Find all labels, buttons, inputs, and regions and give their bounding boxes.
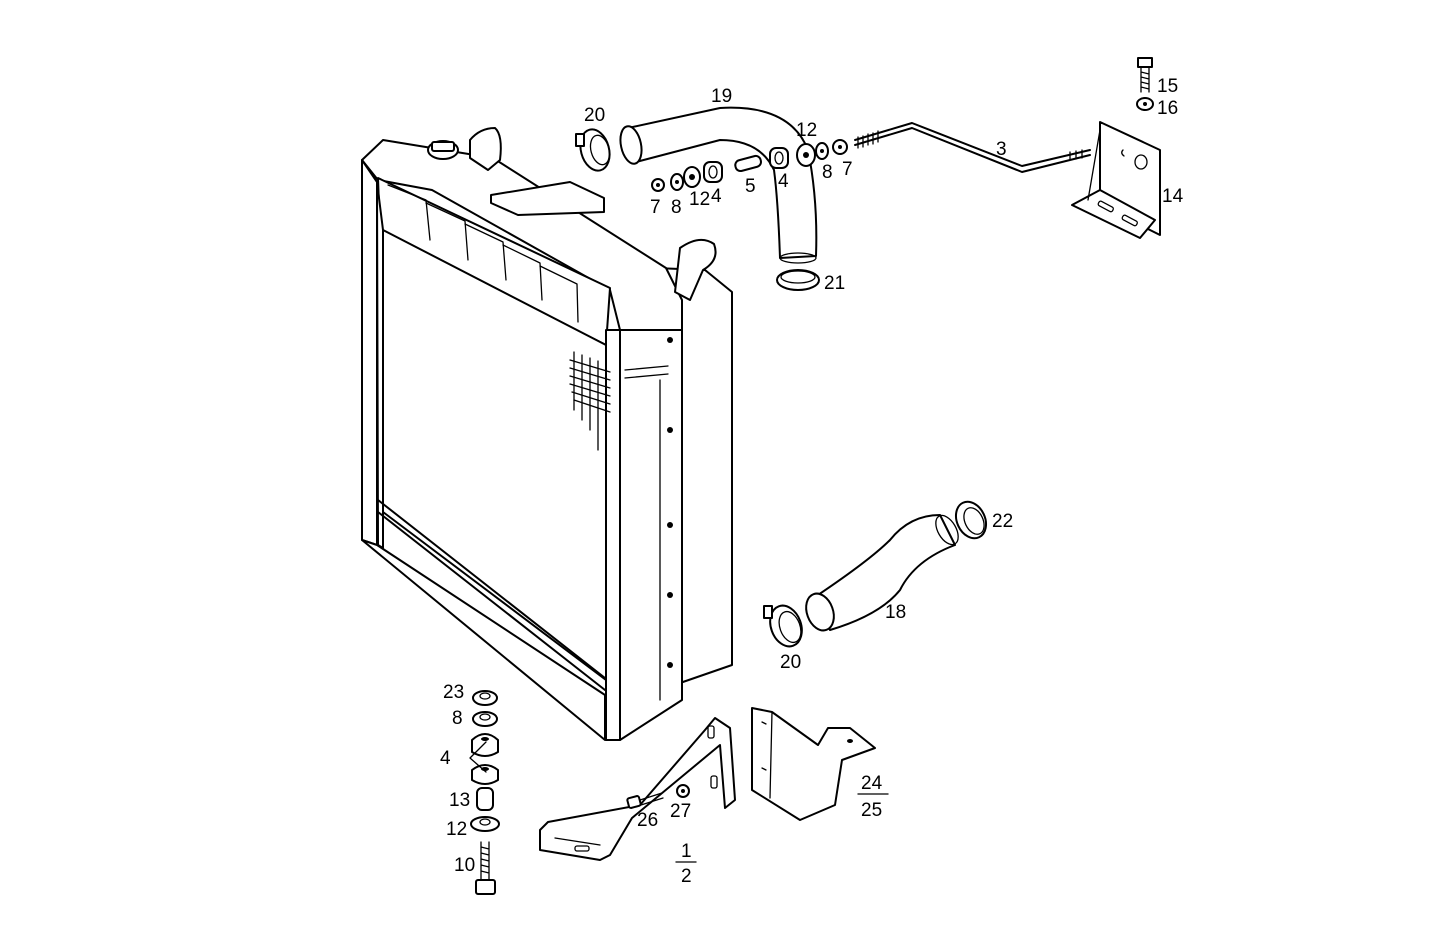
label-7-upper-left: 7 [650,197,661,218]
nut-7-left [651,178,665,192]
label-8-lower: 8 [452,708,463,729]
washer-16 [1136,97,1154,111]
bolt-10 [475,841,496,895]
pin-5 [734,154,762,173]
label-1: 1 [681,841,692,862]
lower-bracket-24-25 [751,707,876,821]
rubber-mount-4-lower [471,764,499,785]
label-12-lower: 12 [446,819,467,840]
washer-8-right [815,142,829,160]
hose-clamp-22 [954,500,988,540]
upper-hose-19 [619,106,818,264]
hose-clamp-20-upper [575,128,611,172]
radiator-assembly [361,127,733,741]
washer-12-left [683,166,701,188]
label-2: 2 [681,866,692,887]
label-16: 16 [1157,98,1178,119]
label-4-upper-left: 4 [711,186,722,207]
lower-hose-18 [805,514,959,632]
rubber-mount-4-upper [471,733,499,757]
nut-23 [472,690,498,706]
label-8-upper-right: 8 [822,162,833,183]
label-7-upper-right: 7 [842,159,853,180]
label-13: 13 [449,790,470,811]
label-5: 5 [745,176,756,197]
grommet-4-left [703,161,723,183]
label-15: 15 [1157,76,1178,97]
spacer-13 [476,787,494,811]
label-3: 3 [996,139,1007,160]
lower-bracket-1-2 [539,717,736,861]
washer-8-bottom [472,711,498,727]
stay-rod-3 [854,122,1091,173]
rubber-mount-stack [469,690,500,895]
label-27: 27 [670,801,691,822]
label-25: 25 [861,800,882,821]
part-number-labels: 19 20 12 4 8 7 5 7 8 12 4 21 3 15 16 14 … [440,76,1184,887]
nut-7-right [832,139,848,155]
label-23: 23 [443,682,464,703]
label-19: 19 [711,86,732,107]
label-20-upper: 20 [584,105,605,126]
hose-clamp-20-lower [763,604,803,648]
mounting-bracket-14 [1071,121,1161,239]
label-18: 18 [885,602,906,623]
label-26: 26 [637,810,658,831]
label-10: 10 [454,855,475,876]
label-4-upper-right: 4 [778,171,789,192]
label-4-lower: 4 [440,748,451,769]
washer-8-left [670,173,684,191]
label-8-upper-left: 8 [671,197,682,218]
washer-12-bottom [470,816,500,832]
label-21: 21 [824,273,845,294]
label-24: 24 [861,773,883,794]
grommet-4-right [769,147,789,169]
core-mesh-hatch [569,351,611,471]
bolt-26 [626,792,664,809]
label-20-lower: 20 [780,652,801,673]
washer-12-right [796,143,816,167]
hose-clamp-21 [776,269,820,291]
label-22: 22 [992,511,1013,532]
label-12-upper-right: 12 [796,120,817,141]
label-14: 14 [1162,186,1184,207]
bolt-15 [1137,57,1153,93]
nut-27 [676,784,690,798]
label-12-upper-left: 12 [689,189,710,210]
